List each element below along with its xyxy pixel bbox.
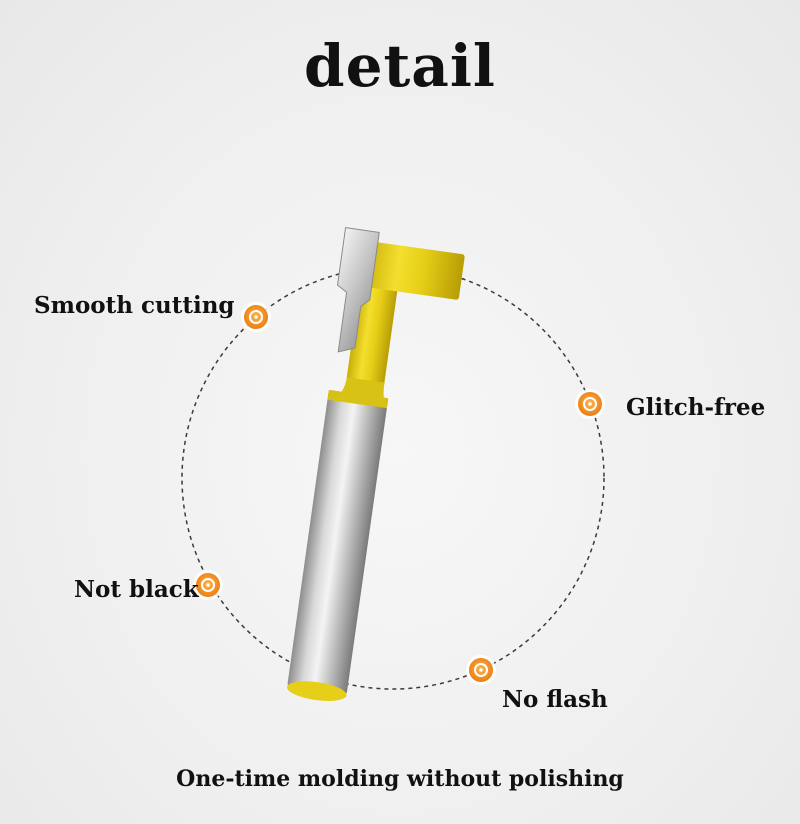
bit-shank xyxy=(287,390,388,695)
feature-no-flash: No flash xyxy=(502,686,608,713)
feature-smooth-cutting: Smooth cutting xyxy=(34,292,235,319)
badge-smooth-icon xyxy=(241,302,271,332)
caption: One-time molding without polishing xyxy=(176,766,624,792)
badge-flash-icon xyxy=(466,655,496,685)
badge-black-icon xyxy=(193,570,223,600)
dashed-circle xyxy=(181,266,605,690)
badge-glitch-icon xyxy=(575,389,605,419)
router-bit xyxy=(287,227,465,701)
bit-head xyxy=(359,240,465,300)
bit-blade xyxy=(336,227,380,353)
page-title: detail xyxy=(304,32,496,100)
bit-shank-end xyxy=(287,681,347,701)
feature-glitch-free: Glitch-free xyxy=(626,394,766,421)
feature-not-black: Not black xyxy=(74,576,199,603)
